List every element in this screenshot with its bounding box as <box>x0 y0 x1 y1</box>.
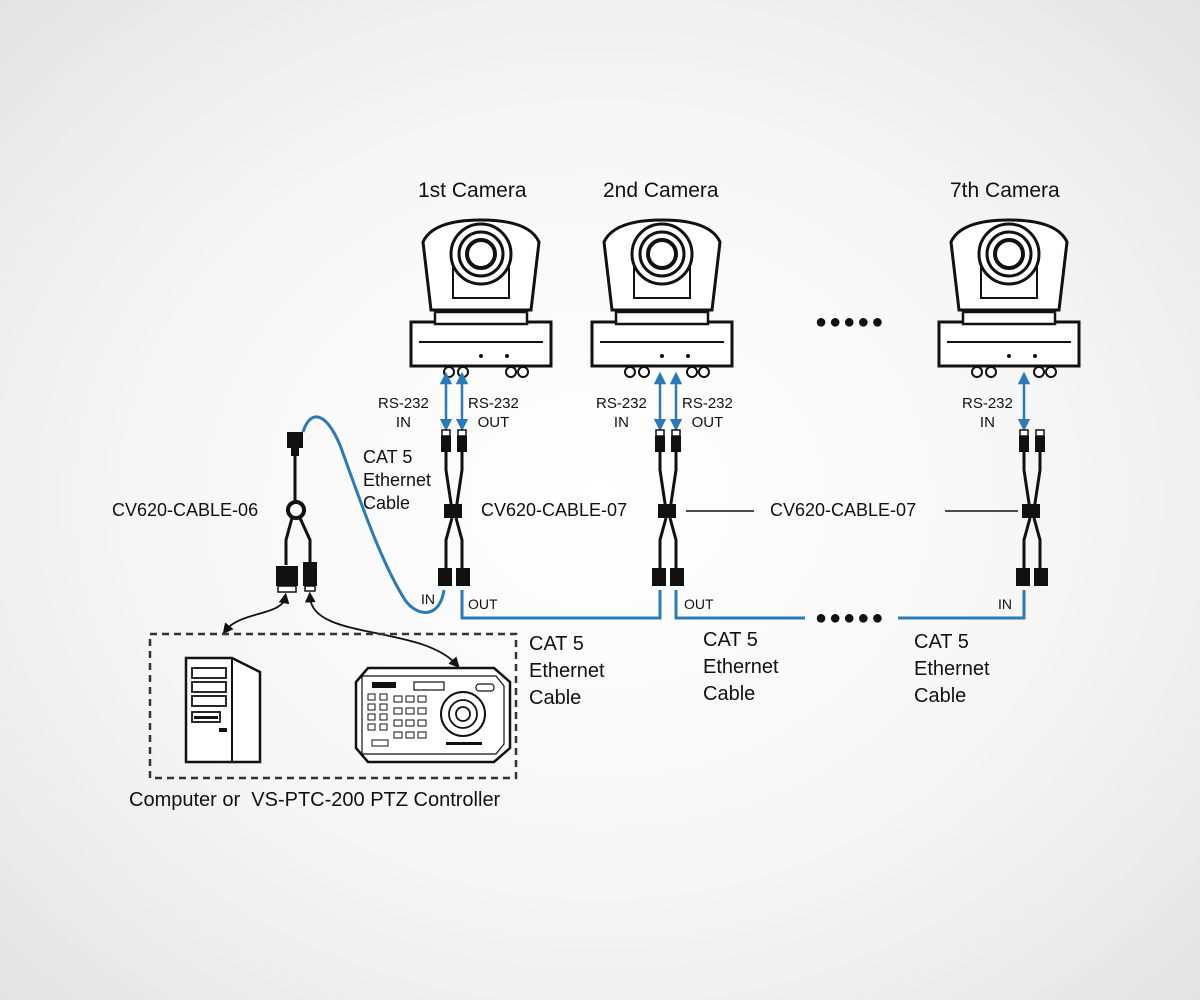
camera-2-icon <box>590 218 734 379</box>
port-out-label-2: OUT <box>684 596 714 612</box>
ptz-controller-icon <box>354 666 512 764</box>
cable07-label-a: CV620-CABLE-07 <box>481 500 628 520</box>
y-cable-06 <box>276 432 317 593</box>
rs232-in-label-1: RS-232 IN <box>378 395 429 431</box>
port-in-label-7: IN <box>998 596 1012 612</box>
rs232-arrows <box>439 371 1031 432</box>
camera-2-title: 2nd Camera <box>603 179 719 202</box>
ellipsis-cable: ●●●●● <box>815 607 886 629</box>
y-cable-07-3 <box>1016 429 1048 586</box>
port-out-label-1: OUT <box>468 596 498 612</box>
port-in-label-1: IN <box>421 591 435 607</box>
camera-7-icon <box>937 218 1081 379</box>
ellipsis-cameras: ●●●●● <box>815 311 886 333</box>
computer-icon <box>184 656 262 764</box>
y-cable-07-2 <box>652 429 684 586</box>
cat5-label-top: CAT 5 Ethernet Cable <box>363 447 432 513</box>
rs232-in-label-7: RS-232 IN <box>962 395 1013 431</box>
rs232-out-label-1: RS-232 OUT <box>468 395 519 431</box>
cable07-label-b: CV620-CABLE-07 <box>770 500 917 520</box>
cat5-label-3: CAT 5 Ethernet Cable <box>914 631 990 707</box>
camera-1-icon <box>409 218 553 379</box>
cable06-label: CV620-CABLE-06 <box>112 500 259 520</box>
control-device-box <box>148 632 518 780</box>
rs232-out-label-2: RS-232 OUT <box>682 395 733 431</box>
camera-7-title: 7th Camera <box>950 179 1060 202</box>
rs232-in-label-2: RS-232 IN <box>596 395 647 431</box>
control-arrows <box>222 591 460 668</box>
y-cable-07-1 <box>438 429 470 586</box>
cat5-label-1: CAT 5 Ethernet Cable <box>529 633 605 709</box>
control-device-caption: Computer or VS-PTC-200 PTZ Controller <box>129 789 501 811</box>
camera-1-title: 1st Camera <box>418 179 527 202</box>
cat5-label-2: CAT 5 Ethernet Cable <box>703 629 779 705</box>
